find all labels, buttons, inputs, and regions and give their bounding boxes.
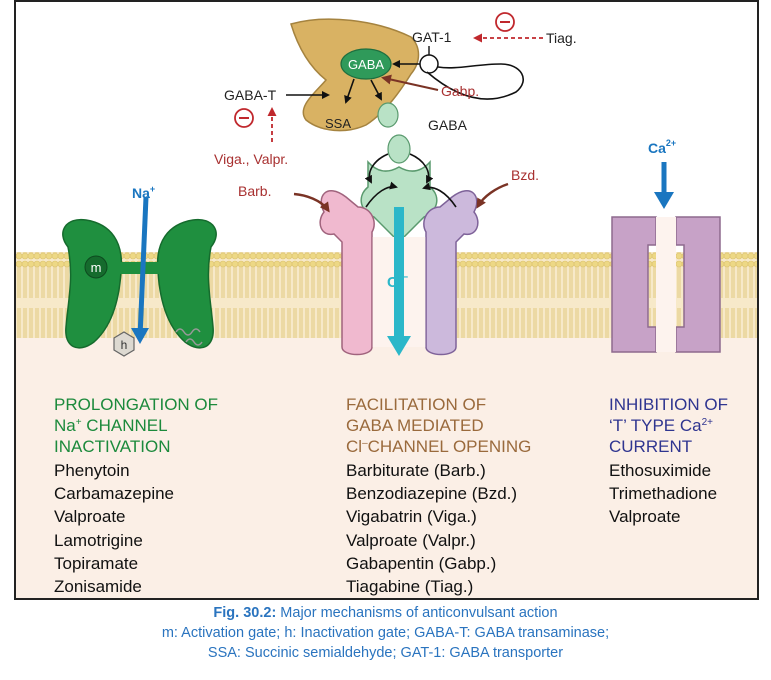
tiagabine-label: Tiag. [546, 30, 577, 46]
ssa-label: SSA [325, 116, 351, 131]
calcium-channel-drugs: INHIBITION OF ‘T’ TYPE Ca2+ CURRENT Etho… [609, 394, 728, 529]
drug-item: Topiramate [54, 553, 139, 573]
gat1-transporter [419, 54, 439, 74]
activation-gate-label: m [91, 260, 102, 275]
anticonvulsant-diagram: m h Na+ Cl– [16, 2, 757, 357]
inactivation-gate-label: h [121, 338, 128, 352]
sodium-heading: PROLONGATION OF Na+ CHANNEL INACTIVATION [54, 395, 219, 456]
benzodiazepine-label: Bzd. [511, 167, 539, 183]
barbiturate-label: Barb. [238, 183, 271, 199]
gaba-vesicle [340, 48, 392, 80]
sodium-channel: m h Na+ [62, 184, 217, 357]
drug-item: Gabapentin (Gabp.) [346, 553, 497, 573]
released-gaba-label: GABA [428, 117, 468, 133]
figure-caption: Fig. 30.2: Major mechanisms of anticonvu… [0, 603, 771, 663]
drug-item: Tiagabine (Tiag.) [346, 577, 474, 597]
chloride-ion-label: Cl– [387, 271, 408, 291]
figure-title: Major mechanisms of anticonvulsant actio… [276, 605, 558, 621]
figure-frame: m h Na+ Cl– [14, 0, 759, 600]
caption-abbreviations-2: SSA: Succinic semialdehyde; GAT-1: GABA … [207, 645, 564, 661]
drug-item: Valproate (Valpr.) [346, 530, 476, 550]
drug-item: Lamotrigine [54, 530, 143, 550]
drug-item: Ethosuximide [609, 461, 712, 480]
calcium-channel: Ca2+ [611, 138, 721, 353]
gaba-terminal: GABA SSA GABA GAT-1 Tiag. GABA-T Gabp. [214, 12, 577, 167]
drug-item: Benzodiazepine (Bzd.) [346, 484, 518, 504]
drug-item: Barbiturate (Barb.) [346, 461, 486, 480]
calcium-ion-label: Ca2+ [648, 138, 676, 156]
sodium-channel-drugs: PROLONGATION OF Na+ CHANNEL INACTIVATION… [54, 394, 218, 598]
caption-abbreviations-1: m: Activation gate; h: Inactivation gate… [161, 625, 610, 641]
gaba-transaminase-label: GABA-T [224, 87, 277, 103]
drug-item: Carbamazepine [54, 484, 175, 504]
sodium-ion-label: Na+ [132, 184, 155, 201]
vigabatrin-valproate-label: Viga., Valpr. [214, 151, 288, 167]
gaba-receptor: Cl– Barb. Bzd. [238, 134, 539, 356]
gaba-inside-label: GABA [348, 57, 384, 72]
inactivation-gate [113, 331, 135, 357]
gaba-drugs: FACILITATION OF GABA MEDIATED Cl–CHANNEL… [346, 394, 531, 598]
gat1-label: GAT-1 [412, 29, 452, 45]
calcium-heading: INHIBITION OF ‘T’ TYPE Ca2+ CURRENT [609, 395, 728, 456]
drug-item: Phenytoin [54, 461, 130, 480]
drug-item: Trimethadione [609, 484, 718, 504]
activation-gate [84, 255, 108, 279]
drug-item: Vigabatrin (Viga.) [346, 507, 477, 527]
drug-item: Valproate [54, 507, 126, 527]
drug-item: Valproate [609, 507, 681, 527]
drug-item: Zonisamide [54, 577, 142, 597]
gabapentin-label: Gabp. [441, 83, 479, 99]
figure-number: Fig. 30.2: [213, 605, 277, 621]
gaba-heading: FACILITATION OF GABA MEDIATED Cl–CHANNEL… [346, 395, 532, 456]
